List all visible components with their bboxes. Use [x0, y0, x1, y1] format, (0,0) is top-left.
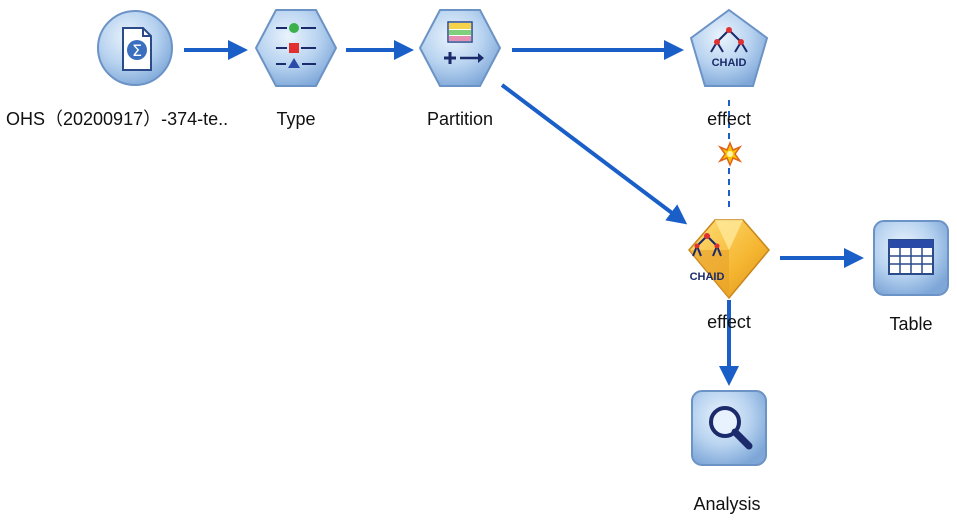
refresh-star-icon	[717, 141, 743, 167]
table-node-label: Table	[889, 314, 932, 334]
analysis-node-label: Analysis	[693, 494, 760, 514]
stream-links	[184, 40, 864, 386]
link-partition-nugget[interactable]	[500, 83, 688, 225]
chaid-nugget-badge: CHAID	[690, 271, 725, 283]
table-icon	[888, 239, 934, 275]
source-node-label: OHS（20200917）-374-te..	[6, 109, 228, 129]
table-node[interactable]	[873, 220, 949, 296]
partition-node[interactable]	[418, 9, 502, 87]
partition-icon	[444, 21, 484, 64]
chaid-model-nugget[interactable]: CHAID	[688, 219, 770, 300]
chaid-modeler-icon: CHAID	[710, 27, 748, 69]
chaid-modeler-node[interactable]: CHAID	[689, 8, 769, 87]
type-node-label: Type	[276, 109, 315, 129]
magnifier-icon	[709, 406, 753, 450]
statistics-file-icon: Σ	[122, 27, 152, 71]
chaid-badge: CHAID	[712, 57, 747, 69]
source-node[interactable]: Σ	[97, 10, 173, 86]
type-icon	[276, 23, 316, 68]
chaid-modeler-label: effect	[707, 109, 751, 129]
chaid-model-nugget-icon: CHAID	[690, 233, 725, 283]
analysis-node[interactable]	[691, 390, 767, 466]
partition-node-label: Partition	[427, 109, 493, 129]
type-node[interactable]	[254, 9, 338, 87]
chaid-nugget-label: effect	[707, 312, 751, 332]
svg-text:Σ: Σ	[132, 41, 142, 60]
